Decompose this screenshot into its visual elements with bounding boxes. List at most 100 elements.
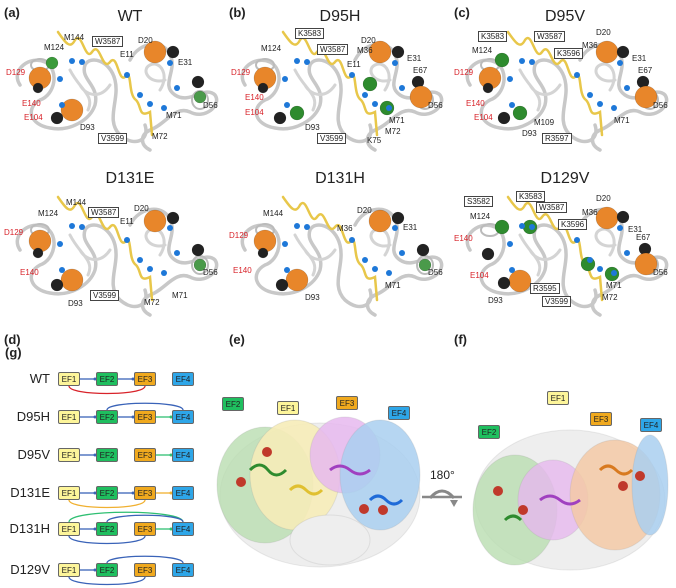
residue-label: E67 — [638, 66, 653, 75]
ion-sphere — [497, 111, 511, 125]
ion-sphere — [60, 268, 84, 292]
ion-sphere — [143, 40, 167, 64]
residue-label: M124 — [470, 212, 491, 221]
residue-label: M36 — [582, 41, 598, 50]
residue-label: D93 — [522, 129, 537, 138]
residue-label: D93 — [305, 293, 320, 302]
residue-atom — [284, 102, 290, 108]
interaction-link — [68, 535, 146, 545]
panel-label: (a) — [4, 5, 20, 20]
residue-label: K3583 — [295, 28, 325, 39]
panel-title: D131H — [315, 170, 365, 187]
residue-atom — [574, 237, 580, 243]
ion-sphere — [193, 90, 207, 104]
residue-atom — [282, 241, 288, 247]
ion-sphere — [508, 269, 532, 293]
residue-label: W3587 — [92, 36, 124, 47]
ion-sphere — [391, 45, 405, 59]
protein-structure — [465, 30, 669, 152]
mutant-name: D131H — [9, 521, 50, 536]
residue-atom — [137, 257, 143, 263]
ion-sphere — [50, 278, 64, 292]
residue-label: E67 — [413, 66, 428, 75]
residue-atom — [399, 85, 405, 91]
surface-ef-label: EF4 — [640, 418, 662, 432]
rotate-arrowhead — [450, 500, 458, 507]
ion-sphere — [32, 82, 44, 94]
ion-sphere — [493, 486, 503, 496]
arrow-head — [131, 491, 135, 495]
ion-sphere — [616, 210, 630, 224]
protein-structure — [465, 195, 669, 317]
ion-sphere — [368, 40, 392, 64]
residue-label: K75 — [367, 136, 382, 145]
residue-label: M144 — [263, 209, 284, 218]
panel-label: (e) — [229, 332, 245, 347]
interaction-link — [106, 555, 184, 564]
residue-label: D20 — [361, 36, 376, 45]
residue-label: D93 — [68, 299, 83, 308]
interaction-link — [68, 499, 146, 509]
arrow-head — [169, 527, 173, 531]
residue-atom — [69, 223, 75, 229]
residue-label: W3587 — [534, 31, 566, 42]
residue-label: M144 — [64, 33, 85, 42]
residue-atom — [574, 72, 580, 78]
ion-sphere — [482, 82, 494, 94]
ef-hand-box: EF4 — [172, 563, 194, 577]
panel-label: (f) — [454, 332, 467, 347]
surface-ef-label: EF2 — [222, 397, 244, 411]
ef-hand-box: EF1 — [58, 372, 80, 386]
ion-sphere — [166, 45, 180, 59]
residue-label: E104 — [24, 113, 43, 122]
residue-atom — [174, 85, 180, 91]
residue-atom — [392, 60, 398, 66]
panel-label: (d) — [4, 332, 21, 347]
residue-atom — [372, 101, 378, 107]
helix-cartoon — [598, 464, 634, 476]
ef-hand-box: EF3 — [134, 372, 156, 386]
interaction-link — [106, 402, 184, 411]
residue-atom — [349, 72, 355, 78]
ion-sphere — [494, 219, 510, 235]
residue-label: E140 — [22, 99, 41, 108]
ion-sphere — [289, 105, 305, 121]
residue-label: S3582 — [464, 196, 494, 207]
ef-hand-box: EF2 — [96, 410, 118, 424]
residue-label: D93 — [488, 296, 503, 305]
residue-label: M109 — [534, 118, 555, 127]
interaction-link — [68, 511, 184, 523]
ion-sphere — [635, 471, 645, 481]
helix-cartoon — [503, 514, 523, 522]
ef-hand-box: EF2 — [96, 372, 118, 386]
residue-label: M72 — [152, 132, 168, 141]
ef-hand-box: EF4 — [172, 522, 194, 536]
residue-atom — [124, 72, 130, 78]
residue-label: E31 — [628, 225, 643, 234]
residue-label: E104 — [474, 113, 493, 122]
arrow-head — [169, 453, 173, 457]
ion-sphere — [391, 211, 405, 225]
ion-sphere — [166, 211, 180, 225]
helix-cartoon — [368, 494, 404, 506]
residue-atom — [69, 58, 75, 64]
surface-lobe — [289, 514, 371, 566]
ion-sphere — [60, 98, 84, 122]
ef-hand-box: EF2 — [96, 522, 118, 536]
residue-atom — [611, 270, 617, 276]
residue-label: K3583 — [516, 191, 546, 202]
residue-atom — [597, 101, 603, 107]
ion-sphere — [143, 209, 167, 233]
surface-ef-label: EF1 — [277, 401, 299, 415]
panel-title: D95V — [544, 8, 586, 25]
residue-atom — [362, 257, 368, 263]
ion-sphere — [45, 56, 59, 70]
arrow-head — [169, 491, 173, 495]
residue-label: D56 — [653, 268, 668, 277]
arrow-head — [93, 568, 97, 572]
residue-label: D20 — [357, 206, 372, 215]
ion-sphere — [595, 206, 619, 230]
ion-sphere — [595, 40, 619, 64]
residue-label: D93 — [305, 123, 320, 132]
ef-hand-box: EF3 — [134, 448, 156, 462]
